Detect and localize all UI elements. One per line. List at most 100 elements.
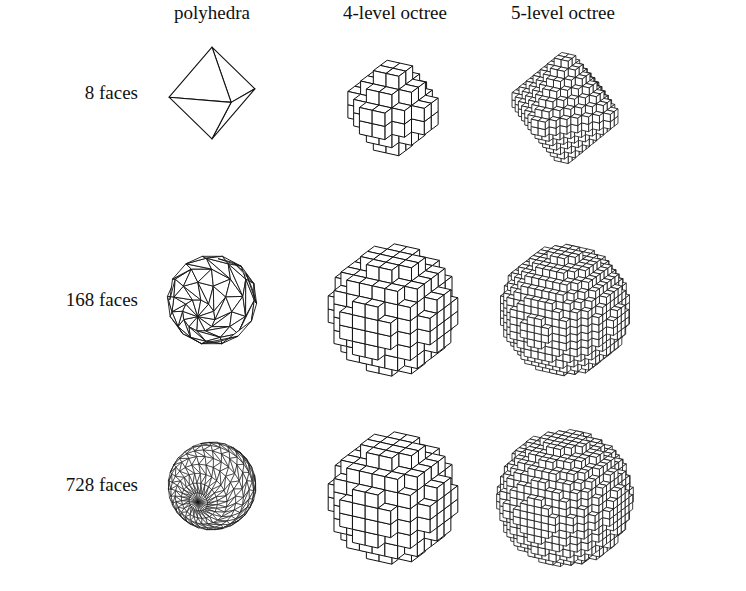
voxel-face — [615, 274, 619, 284]
voxel-face — [437, 295, 444, 313]
voxel-face — [527, 317, 534, 326]
voxel-face — [571, 117, 578, 126]
voxel-face — [391, 318, 398, 336]
mesh-face — [221, 451, 229, 458]
mesh-face — [199, 464, 206, 474]
voxel-face — [541, 327, 548, 336]
mesh-face — [217, 496, 227, 502]
mesh-face — [169, 496, 172, 503]
mesh-face — [199, 464, 206, 474]
voxel-face — [378, 508, 391, 524]
voxel-face — [352, 301, 365, 317]
voxel-face — [538, 301, 545, 310]
mesh-face — [194, 493, 198, 502]
voxel-face — [347, 280, 360, 296]
mesh-face — [181, 512, 186, 521]
voxel-face — [517, 303, 524, 312]
mesh-face — [238, 515, 245, 521]
mesh-face — [208, 497, 218, 503]
mesh-face — [207, 528, 223, 529]
voxel-face — [629, 495, 633, 505]
voxel-face — [626, 295, 630, 305]
voxel-face — [359, 107, 372, 123]
voxel-face — [352, 489, 365, 505]
octahedron — [169, 47, 255, 139]
mesh-face — [201, 443, 211, 446]
mesh-face — [255, 482, 256, 491]
mesh-face — [168, 489, 171, 497]
mesh-face — [231, 447, 241, 453]
sphere-728 — [168, 442, 255, 529]
voxel-face — [510, 309, 517, 318]
voxel-face — [559, 320, 566, 329]
mesh-face — [198, 499, 207, 502]
voxel-face — [372, 110, 385, 126]
voxel-face — [531, 119, 538, 128]
voxel-face — [531, 299, 538, 308]
octree-5-sphere-728 — [497, 429, 634, 566]
mesh-face — [201, 444, 211, 446]
mesh-face — [201, 442, 210, 443]
mesh-face — [195, 473, 201, 483]
voxel-face — [589, 114, 593, 124]
mesh-face — [186, 446, 193, 451]
voxel-face — [548, 326, 552, 336]
voxel-face — [398, 493, 411, 509]
voxel-face — [621, 305, 625, 315]
mesh-face — [174, 457, 179, 465]
voxel-face — [451, 486, 458, 504]
mesh-face — [202, 336, 239, 343]
voxel-face — [549, 119, 556, 128]
mesh-face — [168, 489, 171, 496]
voxel-face — [378, 320, 391, 336]
mesh-face — [203, 450, 213, 459]
voxel-face — [545, 119, 549, 129]
mesh-face — [243, 456, 251, 467]
mesh-face — [202, 518, 208, 524]
voxel-face — [385, 108, 392, 126]
voxel-face — [599, 113, 603, 123]
mesh-face — [169, 97, 231, 139]
sphere-168 — [167, 256, 256, 343]
voxel-face — [596, 289, 600, 299]
voxel-face — [614, 289, 618, 299]
voxel-face — [610, 112, 614, 122]
voxel-face — [566, 319, 570, 329]
voxel-face — [592, 316, 599, 325]
voxel-face — [417, 316, 430, 332]
voxel-face — [521, 286, 528, 295]
voxel-face — [385, 289, 398, 305]
mesh-face — [176, 510, 181, 516]
voxel-face — [417, 472, 424, 490]
voxel-face — [514, 292, 521, 301]
voxel-face — [606, 295, 610, 305]
voxel-face — [618, 286, 622, 296]
mesh-face — [213, 447, 222, 453]
voxel-face — [619, 459, 623, 469]
mesh-face — [170, 464, 174, 472]
mesh-face — [180, 458, 189, 462]
octree-4-sphere-728 — [328, 432, 458, 564]
voxel-face — [431, 98, 438, 116]
mesh-face — [238, 514, 245, 520]
voxel-face — [581, 310, 588, 319]
mesh-face — [253, 474, 255, 491]
mesh-face — [197, 483, 200, 493]
mesh-face — [216, 496, 226, 501]
mesh-face — [182, 501, 189, 505]
mesh-face — [207, 497, 216, 503]
mesh-face — [192, 493, 198, 502]
mesh-face — [245, 500, 254, 515]
voxel-face — [534, 318, 541, 327]
mesh-face — [237, 451, 246, 459]
voxel-face — [578, 116, 582, 126]
voxel-face — [334, 479, 347, 495]
voxel-face — [520, 322, 527, 331]
voxel-face — [524, 298, 531, 307]
voxel-face — [437, 483, 444, 501]
mesh-face — [198, 311, 215, 319]
voxel-face — [444, 478, 451, 496]
mesh-face — [198, 501, 208, 503]
voxel-face — [438, 456, 445, 474]
